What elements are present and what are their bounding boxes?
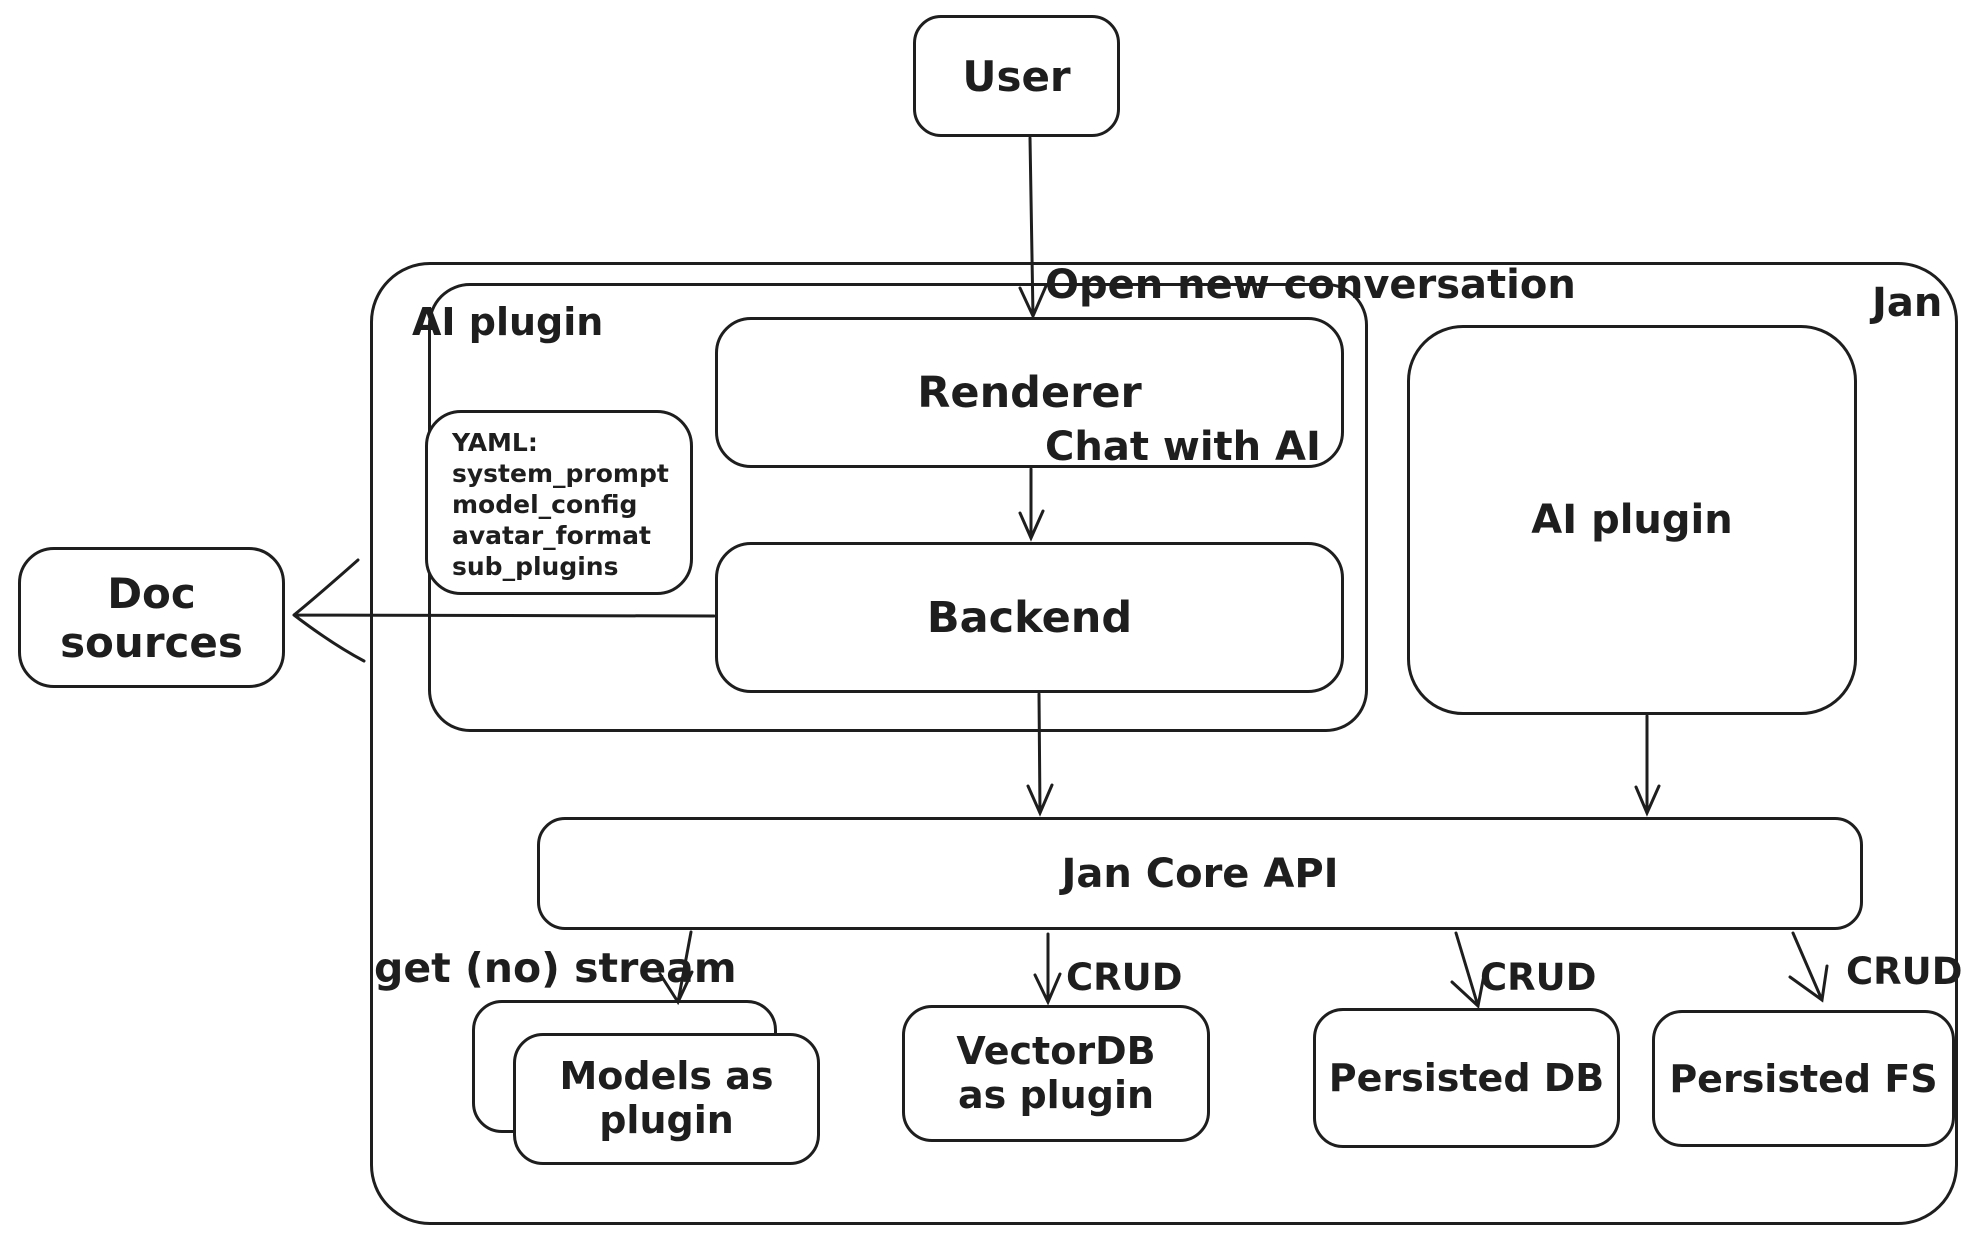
edge-label-open-conversation: Open new conversation Chat with AI: [1045, 150, 1576, 582]
node-persisted-db: Persisted DB: [1313, 1008, 1620, 1148]
node-doc-sources-label: Doc sources: [60, 568, 243, 667]
yaml-line: avatar_format: [452, 521, 651, 550]
node-jan-core-api: Jan Core API: [537, 817, 1863, 930]
node-user: User: [913, 15, 1120, 137]
node-doc-sources: Doc sources: [18, 547, 285, 688]
yaml-note-text: YAML: system_prompt model_config avatar_…: [428, 413, 669, 582]
edge-label-get-no-stream: get (no) stream: [374, 944, 737, 992]
node-persisted-fs-label: Persisted FS: [1669, 1056, 1938, 1101]
ai-plugin-container-label: AI plugin: [412, 300, 604, 344]
edge-label-crud-persisted-db: CRUD: [1480, 956, 1597, 999]
yaml-line: system_prompt: [452, 459, 669, 488]
edge-label-line: Open new conversation: [1045, 262, 1576, 308]
node-jan-core-api-label: Jan Core API: [1061, 850, 1339, 897]
node-renderer-label: Renderer: [917, 367, 1142, 418]
edge-label-crud-persisted-fs: CRUD: [1846, 950, 1963, 993]
node-user-label: User: [962, 51, 1071, 101]
node-models-plugin: Models as plugin: [513, 1033, 820, 1165]
node-ai-plugin-label: AI plugin: [1531, 497, 1733, 543]
yaml-line: model_config: [452, 490, 638, 519]
node-backend: Backend: [715, 542, 1344, 693]
node-vectordb-plugin-label: VectorDB as plugin: [956, 1028, 1156, 1117]
node-persisted-db-label: Persisted DB: [1328, 1056, 1605, 1100]
node-backend-label: Backend: [926, 592, 1133, 643]
node-persisted-fs: Persisted FS: [1652, 1010, 1955, 1147]
node-models-plugin-label: Models as plugin: [559, 1054, 774, 1142]
jan-container-title: Jan: [1872, 280, 1943, 326]
node-ai-plugin: AI plugin: [1407, 325, 1857, 715]
node-renderer: Renderer: [715, 317, 1344, 468]
edge-label-crud-vectordb: CRUD: [1066, 956, 1183, 999]
node-yaml-note: YAML: system_prompt model_config avatar_…: [425, 410, 693, 595]
yaml-line: YAML:: [452, 428, 538, 457]
edge-label-line: Chat with AI: [1045, 424, 1321, 470]
yaml-line: sub_plugins: [452, 552, 619, 581]
node-vectordb-plugin: VectorDB as plugin: [902, 1005, 1210, 1142]
